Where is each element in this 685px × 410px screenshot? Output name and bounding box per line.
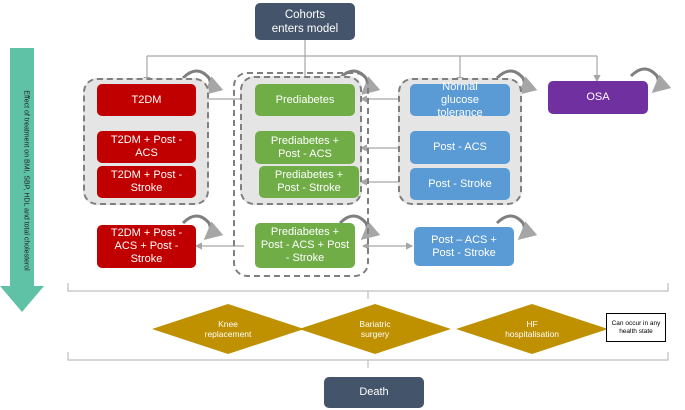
upper-bracket [67, 283, 669, 299]
knee-replacement-diamond [152, 304, 304, 354]
t2dm-box: T2DM [97, 84, 196, 116]
treatment-effect-label: Effect of treatment on BMI, SBP, HDL and… [22, 89, 30, 271]
hf-hospitalisation-diamond [456, 304, 608, 354]
bariatric-surgery-diamond [299, 304, 451, 354]
t2dm-post-acs-box: T2DM + Post - ACS [97, 131, 196, 163]
death-box: Death [324, 377, 424, 408]
treatment-effect-label-wrap: Effect of treatment on BMI, SBP, HDL and… [16, 60, 36, 300]
osa-box: OSA [548, 81, 648, 114]
post-stroke-box: Post - Stroke [410, 168, 510, 200]
t2dm-post-stroke-box: T2DM + Post - Stroke [97, 166, 196, 198]
knee-replacement-label: Knee replacement [204, 319, 252, 339]
prediabetes-group [233, 72, 369, 277]
prediabetes-post-acs-box: Prediabetes + Post - ACS [255, 131, 355, 164]
prediabetes-post-acs-post-stroke-box: Prediabetes + Post - ACS + Post - Stroke [255, 223, 355, 268]
cohort-entry-box: Cohorts enters model [255, 3, 355, 40]
treatment-effect-arrow [0, 48, 44, 312]
post-acs-post-stroke-box: Post – ACS + Post - Stroke [414, 227, 514, 266]
normal-glucose-tolerance-box: Normal glucose tolerance [410, 81, 510, 119]
any-health-state-note: Can occur in any health state [606, 313, 666, 342]
prediabetes-post-stroke-box: Prediabetes + Post - Stroke [259, 166, 359, 198]
post-acs-box: Post - ACS [410, 131, 510, 164]
t2dm-post-acs-post-stroke-box: T2DM + Post - ACS + Post - Stroke [97, 225, 196, 268]
hf-hospitalisation-label: HF hospitalisation [505, 319, 559, 339]
bariatric-surgery-label: Bariatric surgery [359, 319, 391, 339]
prediabetes-box: Prediabetes [255, 84, 355, 116]
lower-bracket [67, 352, 669, 368]
